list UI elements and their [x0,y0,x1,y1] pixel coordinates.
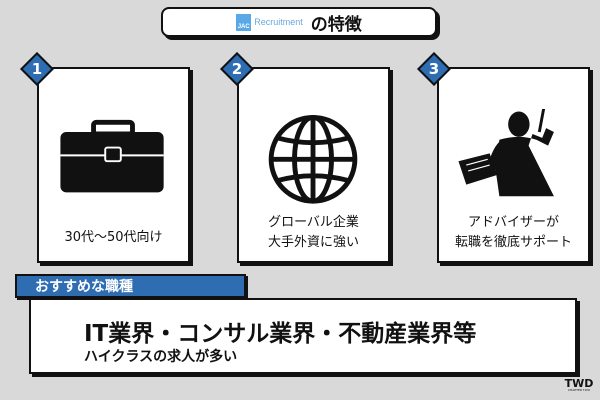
feature-text-2: グローバル企業 大手外資に強い [267,215,359,250]
jac-logo-text: Recruitment [254,17,303,27]
title-pill: JAC Recruitment の特徴 [161,7,437,37]
feature-card-3: アドバイザーが 転職を徹底サポート [437,67,590,263]
feature-badge-3: 3 [417,52,451,86]
recommended-jobs-subtitle: ハイクラスの求人が多い [84,349,238,365]
briefcase-icon [60,119,164,193]
feature-badge-2: 2 [220,52,254,86]
jac-logo: JAC Recruitment [236,13,303,31]
feature-text-3: アドバイザーが 転職を徹底サポート [454,215,572,250]
feature-badge-1: 1 [20,52,54,86]
feature-text-1: 30代〜50代向け [64,230,163,245]
page-title: の特徴 [310,14,362,35]
chapter-two-logo: TWD CHAPTER TWO [564,377,594,392]
feature-card-2: グローバル企業 大手外資に強い [237,67,390,263]
globe-icon [268,114,358,204]
feature-card-1: 30代〜50代向け [37,67,190,263]
recommended-jobs-title: IT業界・コンサル業界・不動産業界等 [84,321,477,347]
jac-logo-mark: JAC [236,13,252,31]
recommended-jobs-box: IT業界・コンサル業界・不動産業界等 ハイクラスの求人が多い [29,298,577,374]
recommended-jobs-label: おすすめな職種 [15,274,246,298]
advisor-silhouette-icon [458,109,554,197]
